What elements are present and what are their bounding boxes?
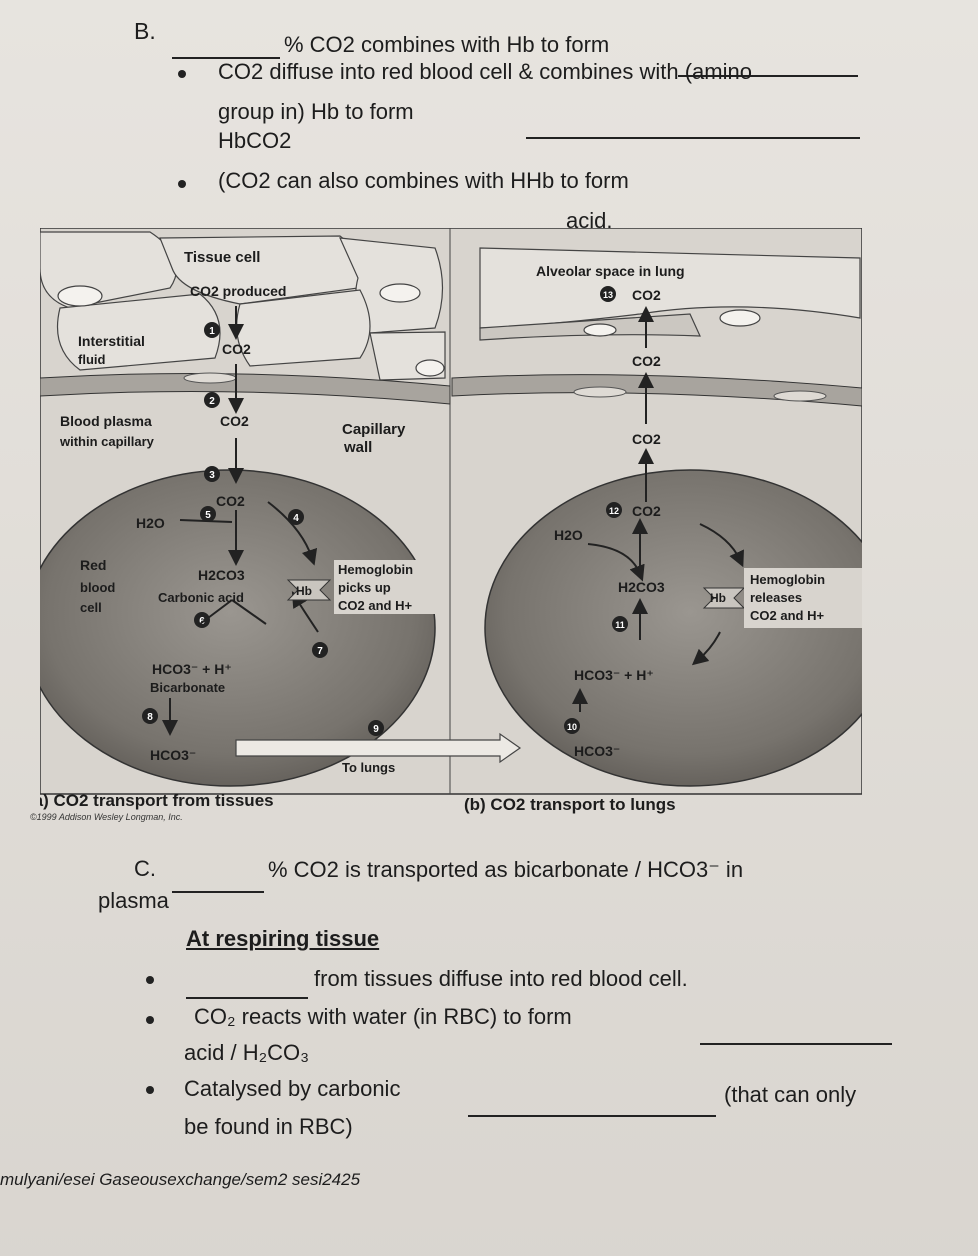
svg-text:CO2: CO2 — [632, 431, 661, 447]
svg-text:(a) CO2 transport from tissues: (a) CO2 transport from tissues — [40, 791, 274, 810]
svg-text:CO2: CO2 — [216, 493, 245, 509]
c-b3-b: (that can only — [724, 1082, 857, 1107]
c-heading: At respiring tissue — [186, 926, 380, 951]
c-b3-a: Catalysed by carbonic — [184, 1076, 401, 1101]
blank-form-b — [678, 64, 858, 82]
svg-text:H2O: H2O — [136, 515, 165, 531]
svg-text:To lungs: To lungs — [342, 760, 395, 775]
svg-text:releases: releases — [750, 590, 802, 605]
svg-text:cell: cell — [80, 600, 102, 615]
blank-percent-b — [172, 46, 280, 64]
svg-text:12: 12 — [609, 506, 619, 516]
svg-text:5: 5 — [205, 510, 211, 521]
svg-text:Red: Red — [80, 557, 106, 573]
svg-text:13: 13 — [603, 290, 613, 300]
blank-acid-c — [700, 1032, 892, 1050]
svg-text:CO2: CO2 — [220, 413, 249, 429]
svg-text:HCO3⁻: HCO3⁻ — [150, 747, 196, 763]
svg-text:Hemoglobin: Hemoglobin — [338, 562, 413, 577]
c-line2: plasma — [98, 888, 169, 913]
co2-transport-diagram: Tissue cell CO2 produced Interstitial fl… — [40, 228, 862, 820]
svg-text:7: 7 — [317, 646, 323, 657]
step-markers: 1 2 3 4 5 6 7 8 9 — [142, 322, 384, 736]
diagram-copyright: ©1999 Addison Wesley Longman, Inc. — [30, 812, 183, 822]
svg-text:CO2: CO2 — [632, 287, 661, 303]
svg-text:2: 2 — [209, 396, 215, 407]
svg-text:8: 8 — [147, 712, 153, 723]
svg-text:Capillary: Capillary — [342, 421, 406, 438]
blank-form-b2 — [526, 126, 860, 144]
svg-text:H2O: H2O — [554, 527, 583, 543]
svg-text:Hemoglobin: Hemoglobin — [750, 572, 825, 587]
to-lungs-arrow — [235, 732, 522, 764]
svg-text:4: 4 — [293, 513, 299, 524]
rbc-tissue — [40, 469, 436, 787]
c-line1: % CO2 is transported as bicarbonate / HC… — [268, 857, 744, 882]
svg-text:HCO3⁻: HCO3⁻ — [574, 743, 620, 759]
c-b3-c: be found in RBC) — [184, 1114, 353, 1139]
svg-text:Hb: Hb — [710, 591, 726, 605]
svg-text:Carbonic acid: Carbonic acid — [158, 590, 244, 605]
svg-text:picks up: picks up — [338, 580, 391, 595]
blank-anhydrase-c — [468, 1104, 716, 1122]
svg-text:10: 10 — [567, 722, 577, 732]
svg-text:Alveolar space in lung: Alveolar space in lung — [536, 263, 685, 279]
svg-text:11: 11 — [615, 620, 625, 630]
svg-text:H2CO3: H2CO3 — [618, 579, 665, 595]
c-b2-a: CO₂ reacts with water (in RBC) to form — [194, 1004, 572, 1029]
c-b2-b: acid / H₂CO₃ — [184, 1040, 310, 1065]
bullet — [146, 976, 154, 984]
svg-text:CO2 produced: CO2 produced — [190, 283, 286, 299]
b-line1: % CO2 combines with Hb to form — [284, 32, 610, 57]
svg-text:HCO3⁻ + H⁺: HCO3⁻ + H⁺ — [574, 667, 654, 683]
svg-text:within capillary: within capillary — [59, 434, 155, 449]
svg-text:Interstitial: Interstitial — [78, 333, 145, 349]
svg-text:(b) CO2 transport to lungs: (b) CO2 transport to lungs — [464, 795, 676, 814]
svg-text:3: 3 — [209, 470, 215, 481]
section-c-label: C. — [134, 856, 156, 881]
svg-text:1: 1 — [209, 326, 215, 337]
b-bullet1-a: CO2 diffuse into red blood cell & combin… — [218, 59, 752, 84]
section-b-label: B. — [134, 18, 156, 44]
c-b1: from tissues diffuse into red blood cell… — [314, 966, 688, 991]
b-bullet1-c: HbCO2 — [218, 128, 292, 153]
svg-text:Blood plasma: Blood plasma — [60, 413, 152, 429]
svg-text:Hb: Hb — [296, 584, 312, 598]
bullet — [146, 1086, 154, 1094]
svg-text:Tissue cell: Tissue cell — [184, 249, 260, 266]
bullet — [146, 1016, 154, 1024]
bullet — [178, 180, 186, 188]
b-bullet2-a: (CO2 can also combines with HHb to form — [218, 168, 629, 193]
bullet — [178, 70, 186, 78]
svg-text:blood: blood — [80, 580, 115, 595]
b-bullet1-b: group in) Hb to form — [218, 99, 414, 124]
svg-text:fluid: fluid — [78, 352, 105, 367]
tissue-cells — [40, 231, 446, 381]
svg-text:Bicarbonate: Bicarbonate — [150, 680, 225, 695]
svg-text:9: 9 — [373, 724, 379, 735]
svg-text:CO2: CO2 — [632, 353, 661, 369]
svg-text:CO2: CO2 — [632, 503, 661, 519]
svg-text:H2CO3: H2CO3 — [198, 567, 245, 583]
svg-text:HCO3⁻ + H⁺: HCO3⁻ + H⁺ — [152, 661, 232, 677]
svg-text:CO2 and H+: CO2 and H+ — [750, 608, 824, 623]
blank-percent-c — [172, 880, 264, 898]
blank-co2-c — [186, 986, 308, 1004]
footer-credit: mulyani/esei Gaseousexchange/sem2 sesi24… — [0, 1170, 361, 1189]
svg-text:wall: wall — [343, 439, 372, 456]
svg-text:CO2: CO2 — [222, 341, 251, 357]
svg-text:CO2 and H+: CO2 and H+ — [338, 598, 412, 613]
